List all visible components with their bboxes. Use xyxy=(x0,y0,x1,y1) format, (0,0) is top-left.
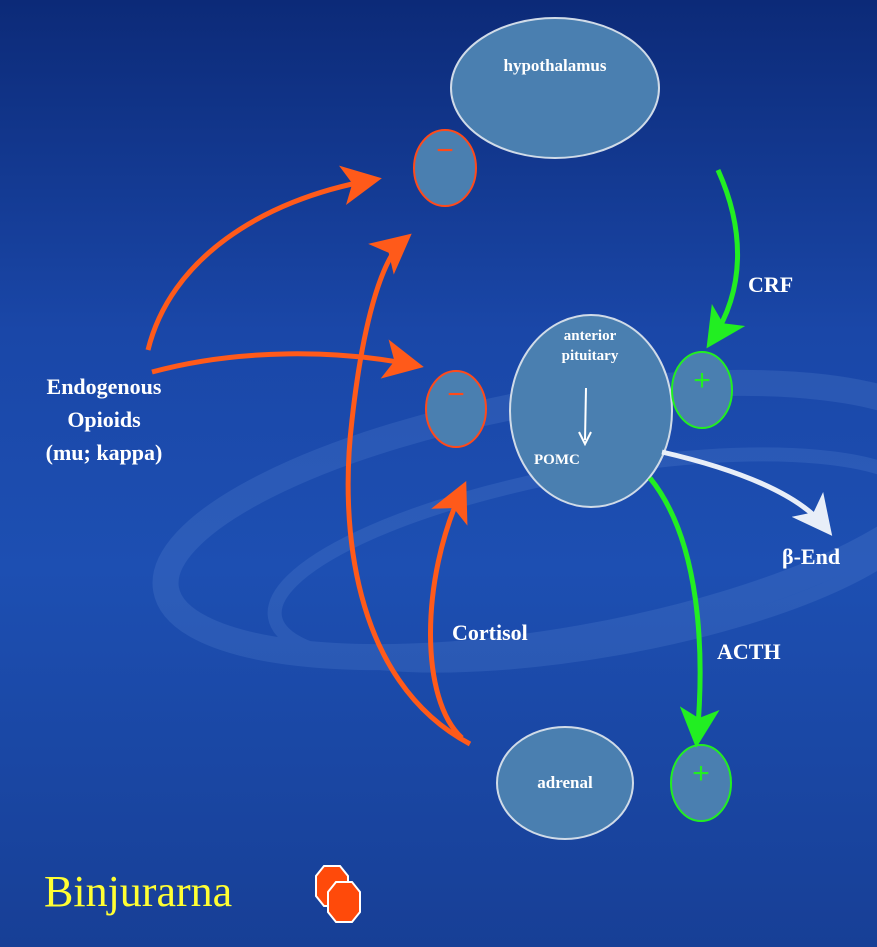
crf-label: CRF xyxy=(748,272,794,297)
hypothalamus-node xyxy=(450,17,660,159)
crf-arrow xyxy=(706,168,746,349)
inhibition-circle-hypothalamus xyxy=(413,129,477,207)
adrenal-node xyxy=(496,726,634,840)
pomc-internal-arrowhead xyxy=(578,431,592,447)
plus-sign-adrenal: + xyxy=(692,757,710,790)
hexagon-stack-icon xyxy=(315,865,361,923)
stimulation-circle-pituitary xyxy=(671,351,733,429)
anterior-pituitary-label: anterior pituitary xyxy=(561,328,619,364)
minus-sign-hypothalamus: − xyxy=(436,134,454,167)
cortisol-to-pituitary-arrow xyxy=(428,480,468,740)
adrenal-label: adrenal xyxy=(537,773,593,792)
beta-end-arrow xyxy=(661,449,833,536)
anterior-pituitary-node xyxy=(509,314,673,508)
cortisol-to-hypothalamus-arrow xyxy=(345,233,472,747)
opioids-to-hypothalamus-arrow xyxy=(145,165,382,351)
endogenous-opioids-label: Endogenous Opioids (mu; kappa) xyxy=(45,374,163,465)
cortisol-label: Cortisol xyxy=(452,620,528,645)
plus-sign-pituitary: + xyxy=(693,364,711,397)
footer-text: Binjurarna xyxy=(44,867,233,916)
acth-arrow xyxy=(648,476,720,748)
pomc-label: POMC xyxy=(534,452,580,468)
opioids-to-pituitary-arrow xyxy=(151,339,424,379)
hypothalamus-label: hypothalamus xyxy=(503,56,607,75)
acth-label: ACTH xyxy=(717,639,781,664)
beta-end-label: β-End xyxy=(782,544,841,569)
inhibition-circle-pituitary xyxy=(425,370,487,448)
minus-sign-pituitary: − xyxy=(447,378,465,411)
pomc-internal-arrow xyxy=(584,387,587,441)
